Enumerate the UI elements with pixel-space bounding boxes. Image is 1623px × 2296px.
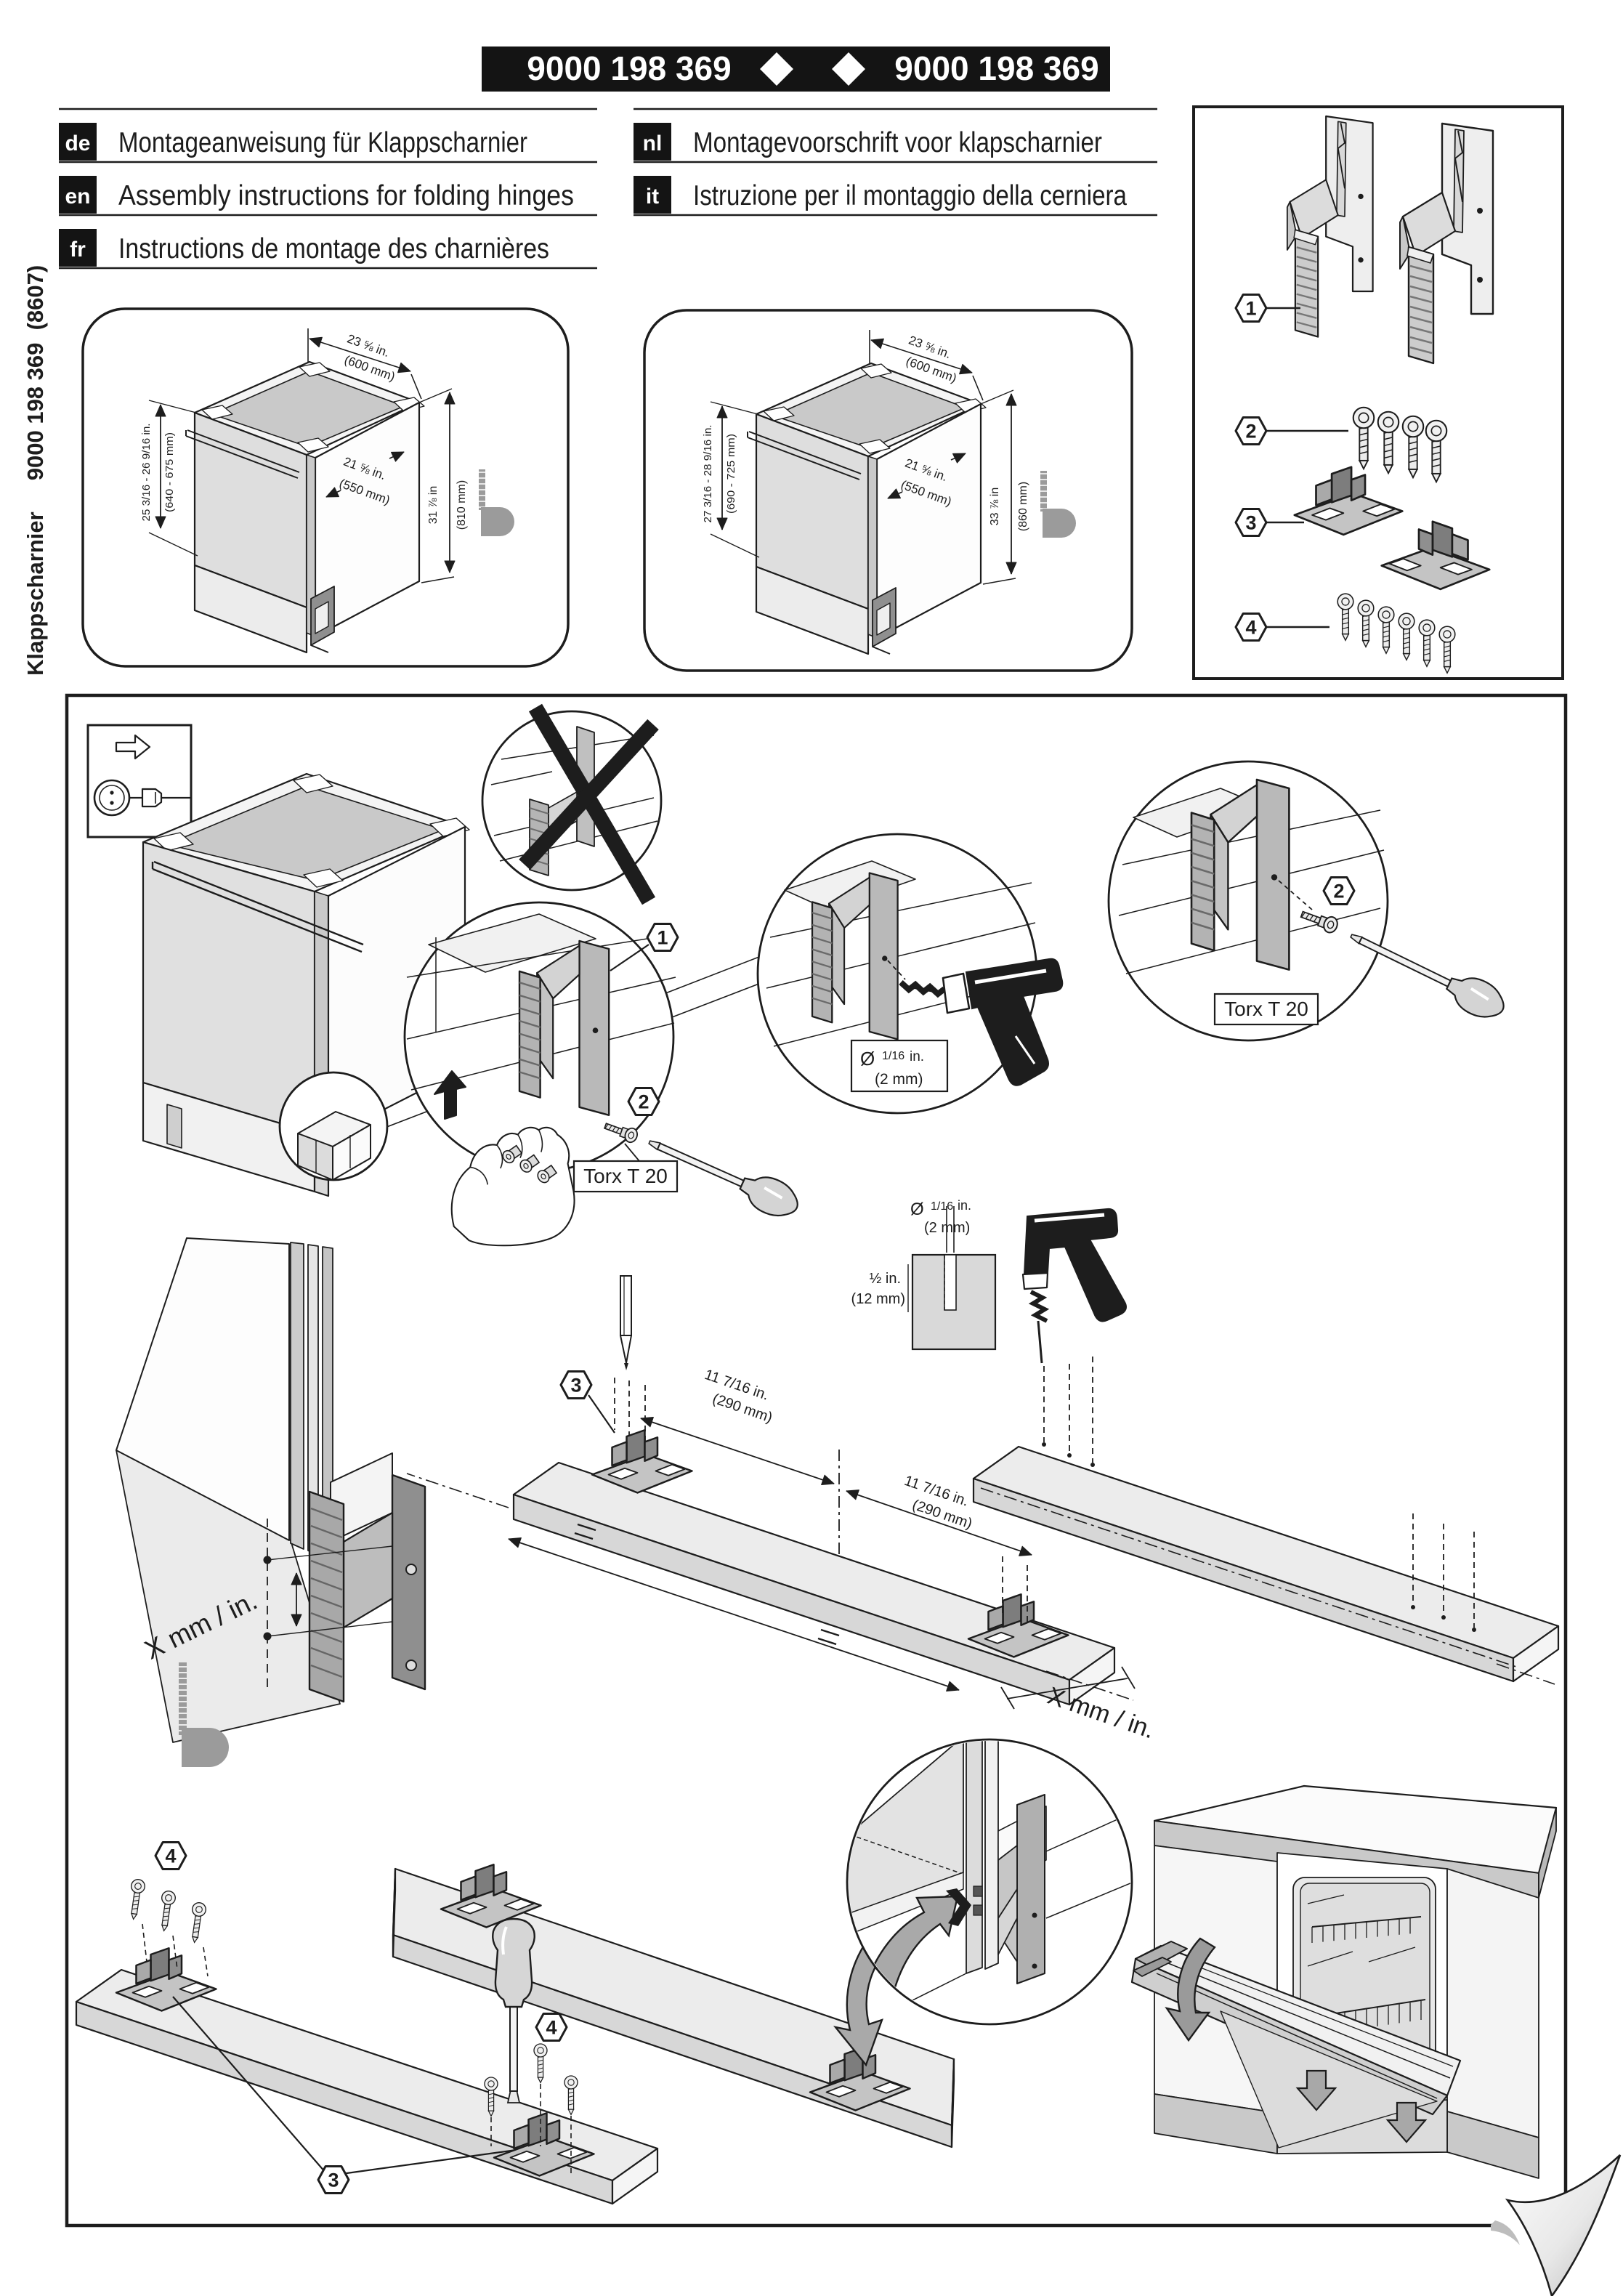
svg-text:25 3/16 - 26 9/16 in.: 25 3/16 - 26 9/16 in. (140, 424, 153, 522)
svg-text:½ in.: ½ in. (870, 1271, 901, 1287)
svg-text:fr: fr (70, 238, 86, 262)
svg-text:Instructions de montage des ch: Instructions de montage des charnières (118, 233, 549, 264)
svg-text:(640 - 675 mm): (640 - 675 mm) (163, 432, 176, 512)
svg-text:4: 4 (546, 2017, 556, 2039)
svg-text:4: 4 (165, 1846, 176, 1867)
svg-text:31 ⅞ in: 31 ⅞ in (427, 486, 440, 524)
svg-text:3: 3 (328, 2170, 339, 2191)
svg-text:1/16: 1/16 (931, 1200, 953, 1213)
svg-text:1: 1 (1245, 298, 1256, 320)
svg-text:(690 - 725 mm): (690 - 725 mm) (725, 434, 737, 514)
svg-text:(2 mm): (2 mm) (875, 1071, 923, 1088)
svg-text:Montageanweisung für Klappscha: Montageanweisung für Klappscharnier (118, 127, 527, 158)
svg-text:(810 mm): (810 mm) (456, 480, 468, 530)
svg-text:Assembly instructions for fold: Assembly instructions for folding hinges (118, 180, 574, 211)
svg-text:Torx T 20: Torx T 20 (583, 1165, 668, 1187)
svg-text:de: de (65, 132, 90, 155)
svg-text:27 3/16 - 28 9/16 in.: 27 3/16 - 28 9/16 in. (702, 425, 714, 523)
svg-text:2: 2 (1245, 421, 1256, 442)
svg-text:2: 2 (638, 1091, 649, 1113)
svg-text:Ø: Ø (860, 1048, 875, 1070)
svg-text:3: 3 (570, 1375, 581, 1396)
svg-text:(860 mm): (860 mm) (1017, 482, 1029, 531)
svg-text:nl: nl (643, 132, 663, 155)
svg-text:Istruzione per il montaggio de: Istruzione per il montaggio della cernie… (693, 180, 1127, 211)
svg-text:Ø: Ø (910, 1200, 924, 1219)
svg-text:in.: in. (958, 1198, 971, 1213)
svg-text:in.: in. (910, 1049, 924, 1064)
svg-text:3: 3 (1245, 512, 1256, 534)
svg-text:(12 mm): (12 mm) (851, 1291, 905, 1307)
svg-text:33 ⅞ in: 33 ⅞ in (989, 488, 1001, 525)
svg-text:1: 1 (657, 927, 668, 949)
svg-text:Torx T 20: Torx T 20 (1224, 998, 1308, 1020)
svg-text:en: en (65, 185, 90, 209)
svg-text:9000 198 369: 9000 198 369 (527, 49, 731, 87)
svg-text:it: it (646, 185, 659, 209)
svg-text:1/16: 1/16 (882, 1050, 904, 1062)
svg-text:2: 2 (1333, 881, 1344, 902)
svg-text:(2 mm): (2 mm) (924, 1220, 970, 1236)
svg-text:9000 198 369: 9000 198 369 (894, 49, 1098, 87)
svg-text:Klappscharnier 9000 198 36: Klappscharnier 9000 198 369 (8607) (23, 265, 48, 676)
svg-text:Montagevoorschrift voor klapsc: Montagevoorschrift voor klapscharnier (693, 127, 1102, 158)
svg-text:4: 4 (1245, 617, 1256, 639)
